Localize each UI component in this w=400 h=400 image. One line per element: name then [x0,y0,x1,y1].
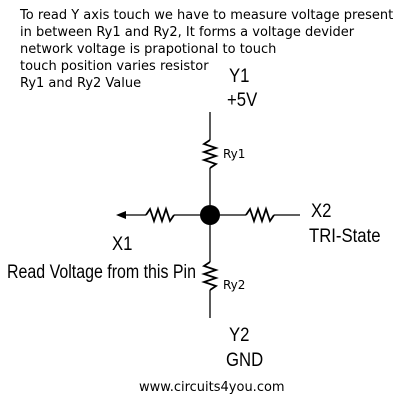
description-line: touch position varies resistor [20,59,209,74]
resistor-ry1 [201,139,219,169]
resistor-ry2 [201,261,219,291]
junction-node [200,205,220,225]
y2-ground-label: GND [226,350,264,371]
ry2-label: Ry2 [223,278,246,292]
description-line: To read Y axis touch we have to measure … [20,8,394,23]
y2-label: Y2 [229,325,250,346]
description-line: network voltage is prapotional to touch [20,42,277,57]
x1-read-pin-label: Read Voltage from this Pin [7,262,196,283]
resistor-x1 [145,206,175,224]
ry1-label: Ry1 [223,147,246,161]
resistor-x2 [245,206,275,224]
y1-label: Y1 [229,66,250,87]
description-line: in between Ry1 and Ry2, It forms a volta… [20,25,355,40]
website-footer: www.circuits4you.com [139,380,285,395]
x2-state-label: TRI-State [309,226,381,247]
x2-label: X2 [311,201,332,222]
description-line: Ry1 and Ry2 Value [20,76,142,91]
description-text: To read Y axis touch we have to measure … [20,7,396,92]
y1-voltage-label: +5V [227,90,258,111]
x1-label: X1 [112,234,133,255]
arrow-left-icon [116,211,126,219]
